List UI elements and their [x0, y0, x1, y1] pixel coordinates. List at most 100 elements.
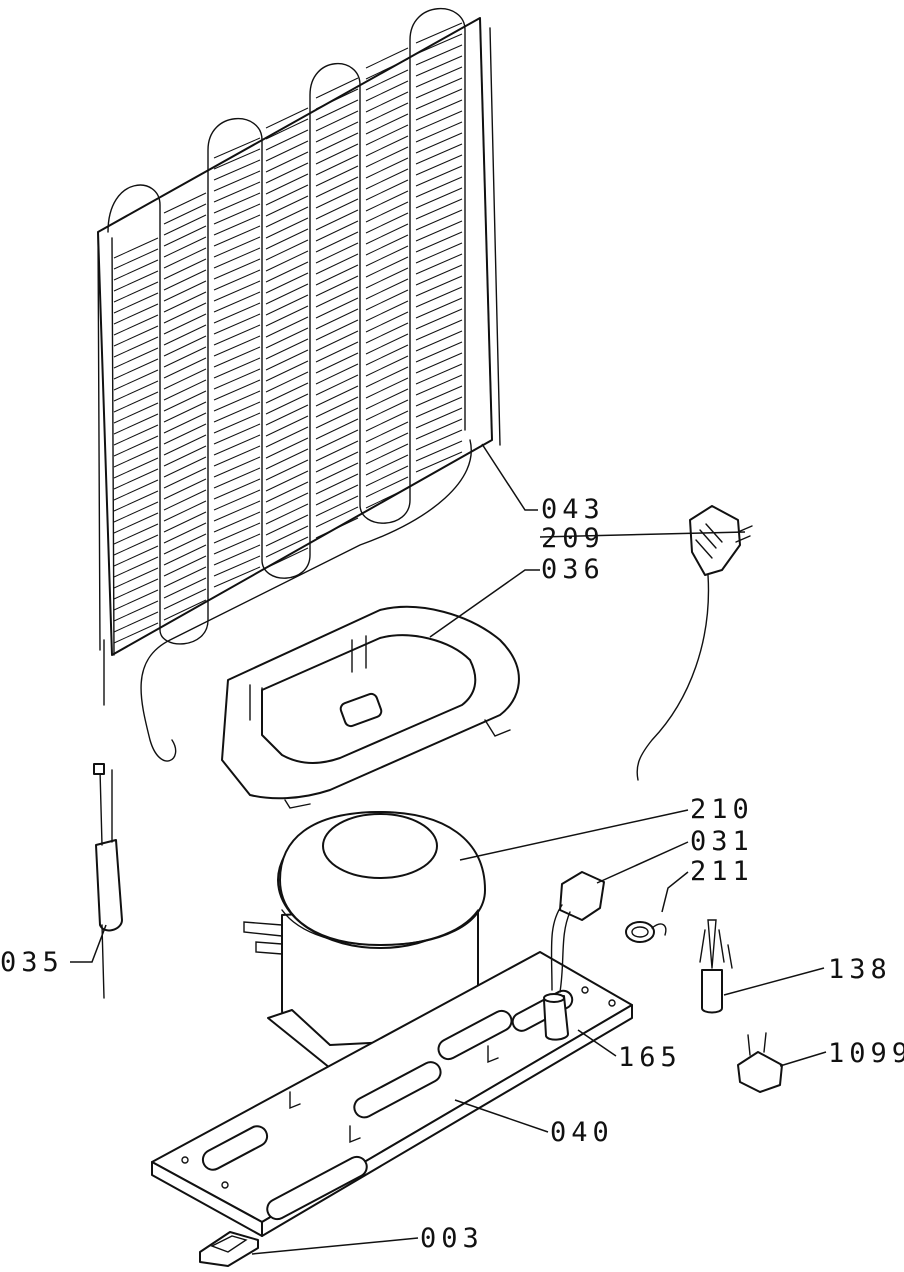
fin-line: [365, 157, 409, 179]
fin-line: [113, 435, 159, 457]
plug-pins: [735, 525, 753, 543]
fin-line: [163, 269, 207, 291]
base-plate: [151, 951, 633, 1237]
fin-line: [113, 512, 159, 534]
fin-line: [163, 192, 207, 214]
fin-line: [315, 495, 359, 517]
fin-line: [113, 523, 159, 545]
fin-line: [265, 525, 309, 547]
fin-line: [415, 363, 463, 385]
fin-line: [315, 418, 359, 440]
start-relay: [550, 871, 605, 993]
fin-line: [415, 286, 463, 308]
fin-line: [365, 179, 409, 201]
fin-line: [365, 47, 409, 69]
fin-line: [265, 184, 309, 206]
fin-line: [415, 264, 463, 286]
fin-line: [213, 489, 261, 511]
fin-line: [265, 547, 309, 569]
fin-line: [315, 308, 359, 330]
fin-line: [113, 325, 159, 347]
fin-line: [213, 401, 261, 423]
fin-line: [113, 281, 159, 303]
fin-line: [365, 91, 409, 113]
fin-line: [163, 280, 207, 302]
fin-line: [415, 132, 463, 154]
fin-line: [113, 303, 159, 325]
fin-line: [265, 426, 309, 448]
drip-tray: [221, 605, 520, 809]
fin-line: [213, 566, 261, 588]
fin-line: [265, 415, 309, 437]
fin-line: [315, 440, 359, 462]
fin-line: [265, 404, 309, 426]
leader-lines: [70, 443, 827, 1255]
fin-line: [213, 324, 261, 346]
fin-line: [163, 247, 207, 269]
fin-line: [265, 338, 309, 360]
fin-line: [265, 206, 309, 228]
condenser-coil: [97, 8, 501, 762]
fin-line: [213, 467, 261, 489]
fin-line: [163, 434, 207, 456]
fin-line: [163, 445, 207, 467]
fin-line: [213, 434, 261, 456]
fin-line: [163, 555, 207, 577]
fin-line: [265, 140, 309, 162]
fin-line: [213, 269, 261, 291]
fin-line: [213, 280, 261, 302]
fin-line: [415, 154, 463, 176]
fin-line: [315, 264, 359, 286]
fin-line: [365, 465, 409, 487]
fin-line: [213, 313, 261, 335]
relay-box: [559, 871, 605, 921]
drip-tray-posts: [249, 635, 367, 724]
fin-line: [113, 501, 159, 523]
fin-line: [365, 487, 409, 509]
fin-line: [113, 314, 159, 336]
fin-line: [163, 511, 207, 533]
fin-line: [315, 341, 359, 363]
clamp: [737, 1032, 783, 1093]
fin-line: [163, 478, 207, 500]
fin-line: [315, 297, 359, 319]
label-031: 031: [690, 826, 754, 857]
fin-line: [265, 503, 309, 525]
fin-line: [315, 407, 359, 429]
fin-line: [365, 234, 409, 256]
drier-cap: [93, 763, 105, 775]
fin-line: [315, 198, 359, 220]
rubber-foot: [199, 1231, 259, 1267]
fin-line: [415, 33, 463, 55]
fin-line: [163, 390, 207, 412]
capacitor: [699, 919, 733, 1014]
fin-line: [213, 203, 261, 225]
fin-line: [163, 401, 207, 423]
fin-line: [315, 385, 359, 407]
fin-line: [213, 445, 261, 467]
fin-line: [213, 214, 261, 236]
fin-line: [415, 440, 463, 462]
fin-line: [265, 261, 309, 283]
fin-line: [315, 374, 359, 396]
fin-line: [265, 305, 309, 327]
fin-line: [113, 424, 159, 446]
fin-line: [213, 236, 261, 258]
fin-line: [415, 374, 463, 396]
fin-line: [415, 341, 463, 363]
drier-body: [95, 839, 123, 932]
fin-line: [213, 478, 261, 500]
fin-line: [315, 462, 359, 484]
fin-line: [365, 69, 409, 91]
label-138: 138: [828, 954, 892, 985]
fin-line: [213, 555, 261, 577]
fin-line: [265, 492, 309, 514]
fin-line: [365, 366, 409, 388]
fin-line: [213, 137, 261, 159]
fin-line: [315, 517, 359, 539]
fin-line: [415, 209, 463, 231]
fin-line: [213, 192, 261, 214]
base-plate-side-left: [151, 1161, 263, 1237]
fin-line: [365, 399, 409, 421]
fin-line: [163, 456, 207, 478]
